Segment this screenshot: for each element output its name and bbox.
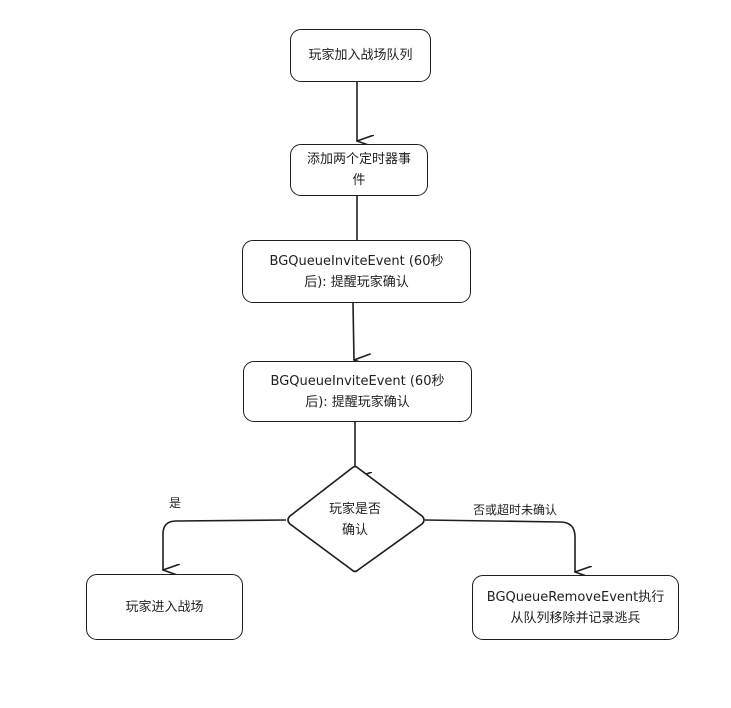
enter-battlefield-text: 玩家进入战场 [125,599,204,615]
remove-event-text-line2: 从队列移除并记录逃兵 [510,610,641,626]
enter-battlefield-node: 玩家进入战场 [86,574,243,640]
join-queue-node: 玩家加入战场队列 [290,29,431,82]
decision-text-line1: 玩家是否 [328,502,381,517]
decision-label: 玩家是否 确认 [305,499,405,541]
invite-event-2-text-line1: BGQueueInviteEvent (60秒 [270,373,445,389]
remove-event-text-line1: BGQueueRemoveEvent执行 [486,589,665,605]
decision-diamond [287,465,425,573]
arrow-decision-to-remove [424,519,575,572]
edge-label-yes: 是 [169,496,182,510]
invite-event-2-text-line2: 后): 提醒玩家确认 [305,394,410,410]
arrow-invite1-to-invite2 [352,302,354,360]
invite-event-1-text-line1: BGQueueInviteEvent (60秒 [269,253,444,269]
invite-event-2-node: BGQueueInviteEvent (60秒 后): 提醒玩家确认 [243,361,472,422]
add-timers-text-line2: 件 [352,173,366,188]
add-timers-text-line1: 添加两个定时器事 [306,152,411,167]
edge-label-no: 否或超时未确认 [473,503,558,517]
add-timers-node: 添加两个定时器事 件 [290,144,428,196]
join-queue-text: 玩家加入战场队列 [308,48,413,63]
invite-event-1-node: BGQueueInviteEvent (60秒 后): 提醒玩家确认 [242,240,471,303]
remove-event-node: BGQueueRemoveEvent执行 从队列移除并记录逃兵 [472,575,679,640]
decision-text-line2: 确认 [341,523,368,538]
invite-event-1-text-line2: 后): 提醒玩家确认 [304,274,409,290]
arrow-decision-to-enter [163,519,287,570]
